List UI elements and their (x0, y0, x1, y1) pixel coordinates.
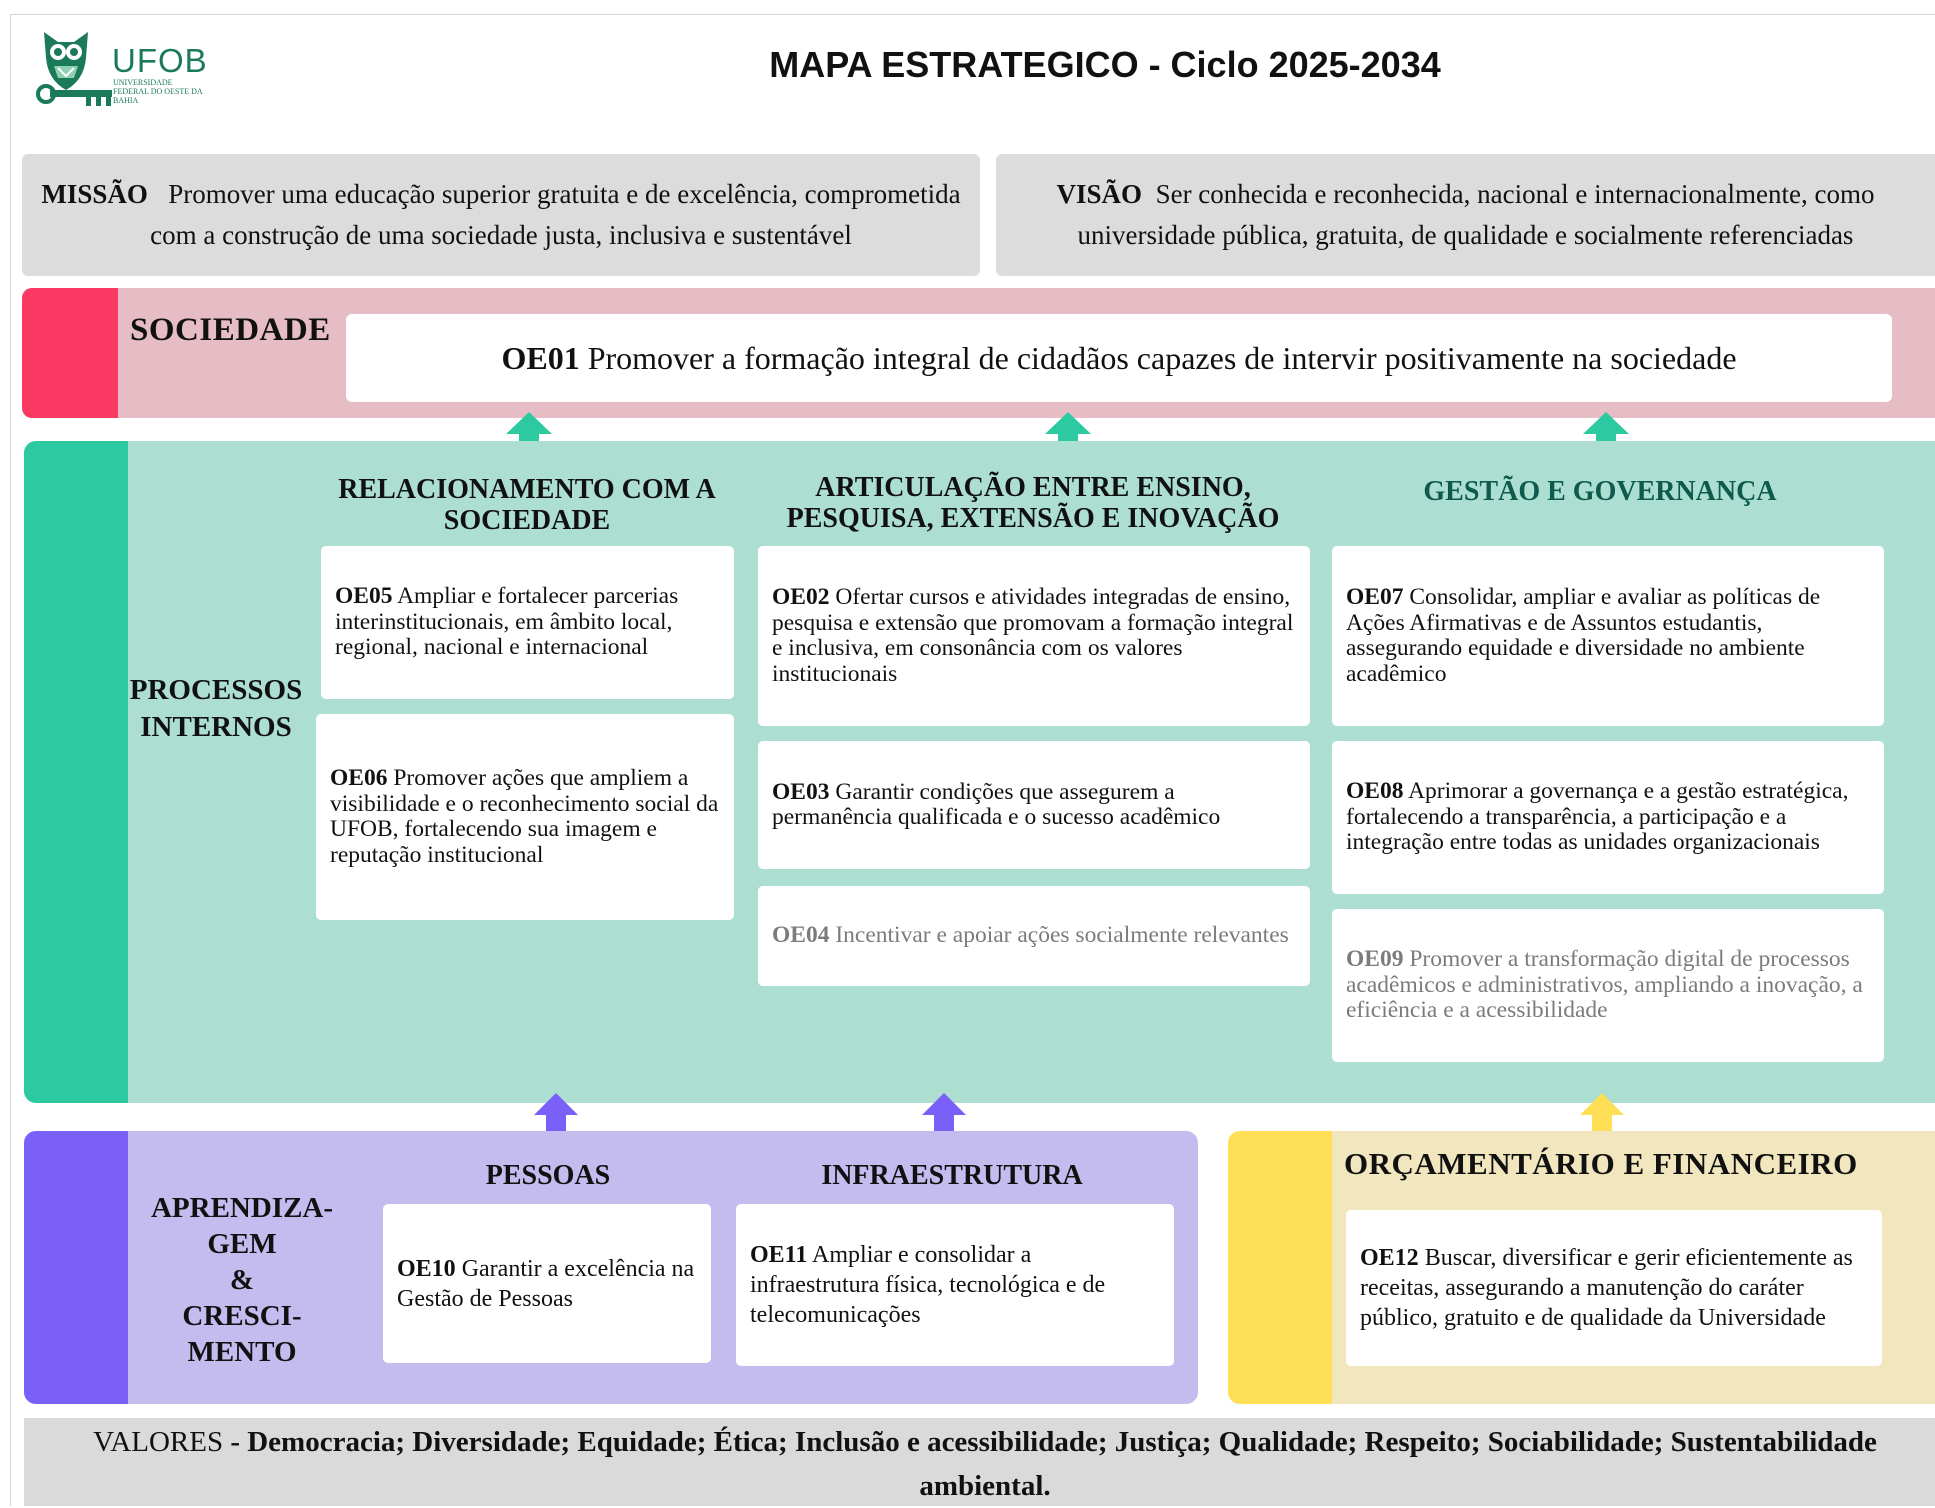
oe06-code: OE06 (330, 765, 388, 791)
arrow-up-icon (1580, 1093, 1624, 1137)
sociedade-accent-strip (22, 288, 118, 418)
oe12-card: OE12 Buscar, diversificar e gerir eficie… (1346, 1210, 1882, 1366)
oe01-text: Promover a formação integral de cidadãos… (587, 339, 1737, 376)
col-header-infraestrutura: INFRAESTRUTURA (821, 1160, 1083, 1191)
logo-wordmark: UFOB (112, 42, 208, 79)
oe03-code: OE03 (772, 778, 830, 805)
oe02-card: OE02 Ofertar cursos e atividades integra… (758, 546, 1310, 726)
oe05-card: OE05 Ampliar e fortalecer parcerias inte… (321, 546, 734, 699)
oe01-code: OE01 (501, 339, 580, 376)
oe08-card: OE08 Aprimorar a governança e a gestão e… (1332, 741, 1884, 894)
visao-box: VISÃO Ser conhecida e reconhecida, nacio… (996, 154, 1935, 276)
oe08-code: OE08 (1346, 778, 1404, 805)
oe09-card: OE09 Promover a transformação digital de… (1332, 909, 1884, 1062)
oe06-text: Promover ações que ampliem a visibilidad… (330, 765, 719, 868)
sociedade-label: SOCIEDADE (130, 312, 331, 348)
oe01-card: OE01 Promover a formação integral de cid… (346, 314, 1892, 402)
logo-subtitle: UNIVERSIDADE FEDERAL DO OESTE DA BAHIA (113, 78, 203, 105)
oe12-text: Buscar, diversificar e gerir eficienteme… (1360, 1245, 1853, 1331)
oe10-text: Garantir a excelência na Gestão de Pesso… (397, 1255, 695, 1312)
visao-text: Ser conhecida e reconhecida, nacional e … (1077, 179, 1875, 250)
oe06-card: OE06 Promover ações que ampliem a visibi… (316, 714, 734, 920)
oe11-text: Ampliar e consolidar a infraestrutura fí… (750, 1242, 1106, 1328)
oe11-code: OE11 (750, 1242, 808, 1268)
valores-list: - Democracia; Diversidade; Equidade; Éti… (223, 1426, 1877, 1502)
oe10-code: OE10 (397, 1255, 456, 1282)
aprendizagem-label-l4: CRESCI- (182, 1300, 302, 1332)
oe03-card: OE03 Garantir condições que assegurem a … (758, 741, 1310, 869)
oe07-code: OE07 (1346, 584, 1404, 610)
oe04-text: Incentivar e apoiar ações socialmente re… (835, 922, 1289, 949)
page-title: MAPA ESTRATEGICO - Ciclo 2025-2034 (769, 44, 1441, 85)
aprendizagem-label: APRENDIZA- GEM & CRESCI- MENTO (128, 1190, 356, 1370)
aprendizagem-label-l3: & (229, 1264, 255, 1296)
valores-band (24, 1418, 1935, 1506)
col-header-gestao: GESTÃO E GOVERNANÇA (1423, 476, 1777, 507)
orcamentario-accent-strip (1228, 1131, 1332, 1404)
oe05-text: Ampliar e fortalecer parcerias interinst… (335, 583, 679, 661)
arrow-up-icon (922, 1093, 966, 1137)
oe02-code: OE02 (772, 584, 830, 610)
visao-label: VISÃO (1056, 179, 1143, 209)
processos-accent-strip (24, 441, 128, 1103)
missao-box: MISSÃO Promover uma educação superior gr… (22, 154, 980, 276)
aprendizagem-label-l2: GEM (207, 1228, 277, 1260)
oe03-text: Garantir condições que assegurem a perma… (772, 778, 1221, 830)
oe05-code: OE05 (335, 583, 393, 610)
missao-text: Promover uma educação superior gratuita … (150, 179, 961, 250)
aprendizagem-accent-strip (24, 1131, 128, 1404)
valores-label: VALORES (93, 1426, 224, 1458)
oe09-text: Promover a transformação digital de proc… (1346, 946, 1863, 1024)
oe02-text: Ofertar cursos e atividades integradas d… (772, 584, 1294, 687)
processos-label-line2: INTERNOS (140, 711, 292, 743)
arrow-up-icon (1045, 412, 1091, 456)
oe08-text: Aprimorar a governança e a gestão estrat… (1346, 778, 1849, 856)
oe07-card: OE07 Consolidar, ampliar e avaliar as po… (1332, 546, 1884, 726)
missao-label: MISSÃO (41, 179, 148, 209)
aprendizagem-label-l1: APRENDIZA- (150, 1192, 334, 1224)
arrow-up-icon (534, 1093, 578, 1137)
ufob-owl-logo-icon (36, 32, 112, 106)
orcamentario-label: ORÇAMENTÁRIO E FINANCEIRO (1344, 1146, 1858, 1181)
col-header-relacionamento: RELACIONAMENTO COM A SOCIEDADE (338, 474, 716, 536)
arrow-up-icon (1583, 412, 1629, 456)
arrow-up-icon (506, 412, 552, 456)
valores-text: VALORES - Democracia; Diversidade; Equid… (40, 1420, 1930, 1508)
oe04-code: OE04 (772, 922, 830, 949)
col-header-pessoas: PESSOAS (485, 1160, 611, 1191)
aprendizagem-label-l5: MENTO (187, 1336, 297, 1368)
oe12-code: OE12 (1360, 1245, 1419, 1271)
oe07-text: Consolidar, ampliar e avaliar as polític… (1346, 584, 1821, 687)
processos-label: PROCESSOS INTERNOS (128, 672, 304, 746)
page-frame (10, 14, 1935, 1506)
col-header-articulacao: ARTICULAÇÃO ENTRE ENSINO, PESQUISA, EXTE… (786, 472, 1280, 534)
oe10-card: OE10 Garantir a excelência na Gestão de … (383, 1204, 711, 1363)
oe04-card: OE04 Incentivar e apoiar ações socialmen… (758, 886, 1310, 986)
processos-label-line1: PROCESSOS (129, 674, 303, 706)
oe09-code: OE09 (1346, 946, 1404, 973)
oe11-card: OE11 Ampliar e consolidar a infraestrutu… (736, 1204, 1174, 1366)
